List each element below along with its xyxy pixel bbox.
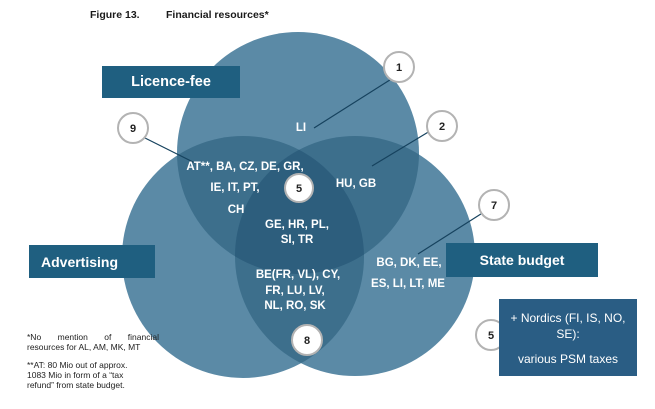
count-state-only: 7	[491, 200, 497, 212]
licence-fee-label: Licence-fee	[102, 66, 240, 98]
nordics-line1: + Nordics (FI, IS, NO,	[510, 311, 626, 325]
state-budget-label: State budget	[446, 243, 598, 277]
region-advertising-state-line1: BE(FR, VL), CY,	[256, 269, 340, 281]
region-state-only-line1: BG, DK, EE,	[376, 257, 441, 269]
count-bubble-licence-advertising	[117, 112, 149, 144]
footnote-at-line3: refund” from state budget.	[27, 380, 125, 390]
count-advertising-state: 8	[304, 335, 310, 347]
region-all-three-line1: GE, HR, PL,	[265, 219, 329, 231]
connector-1	[313, 77, 394, 129]
count-licence-state: 2	[439, 121, 445, 133]
region-licence-state-line1: HU, GB	[336, 178, 376, 190]
figure-number: Figure 13.	[90, 9, 140, 21]
region-state-only-line2: ES, LI, LT, ME	[371, 278, 445, 290]
region-licence-advertising-line2: IE, IT, PT,	[210, 182, 259, 194]
footnote-no-mention-line2: resources for AL, AM, MK, MT	[27, 342, 141, 352]
region-licence-only-line1: LI	[296, 122, 306, 134]
count-bubble-state-only	[478, 189, 510, 221]
count-bubble-licence-only	[383, 51, 415, 83]
count-bubble-all-three	[284, 173, 314, 203]
connector-2	[371, 130, 431, 167]
count-licence-only: 1	[396, 62, 402, 74]
figure-title: Financial resources*	[166, 9, 269, 21]
count-licence-advertising: 9	[130, 123, 136, 135]
footnote-no-mention: *No mention of financial resources for A…	[27, 332, 159, 352]
region-advertising-state-line2: FR, LU, LV,	[265, 285, 324, 297]
footnote-at: **AT: 80 Mio out of approx. 1083 Mio in …	[27, 360, 159, 390]
footnote-at-line2: 1083 Mio in form of a “tax	[27, 370, 124, 380]
advertising-label: Advertising	[29, 245, 155, 278]
count-all-three: 5	[296, 183, 302, 195]
region-licence-advertising-line1: AT**, BA, CZ, DE, GR,	[186, 161, 303, 173]
connector-7	[417, 211, 485, 255]
count-nordics: 5	[488, 330, 494, 342]
footnote-no-mention-line1: *No mention of financial	[27, 332, 159, 342]
nordics-line3: various PSM taxes	[517, 352, 619, 366]
footnote-at-line1: **AT: 80 Mio out of approx.	[27, 360, 128, 370]
count-bubble-licence-state	[426, 110, 458, 142]
region-advertising-state-line3: NL, RO, SK	[264, 300, 326, 312]
region-licence-advertising-line3: CH	[228, 204, 245, 216]
region-all-three-line2: SI, TR	[281, 234, 314, 246]
nordics-box: + Nordics (FI, IS, NO, SE): various PSM …	[499, 299, 637, 376]
count-bubble-advertising-state	[291, 324, 323, 356]
nordics-line2: SE):	[556, 327, 580, 341]
